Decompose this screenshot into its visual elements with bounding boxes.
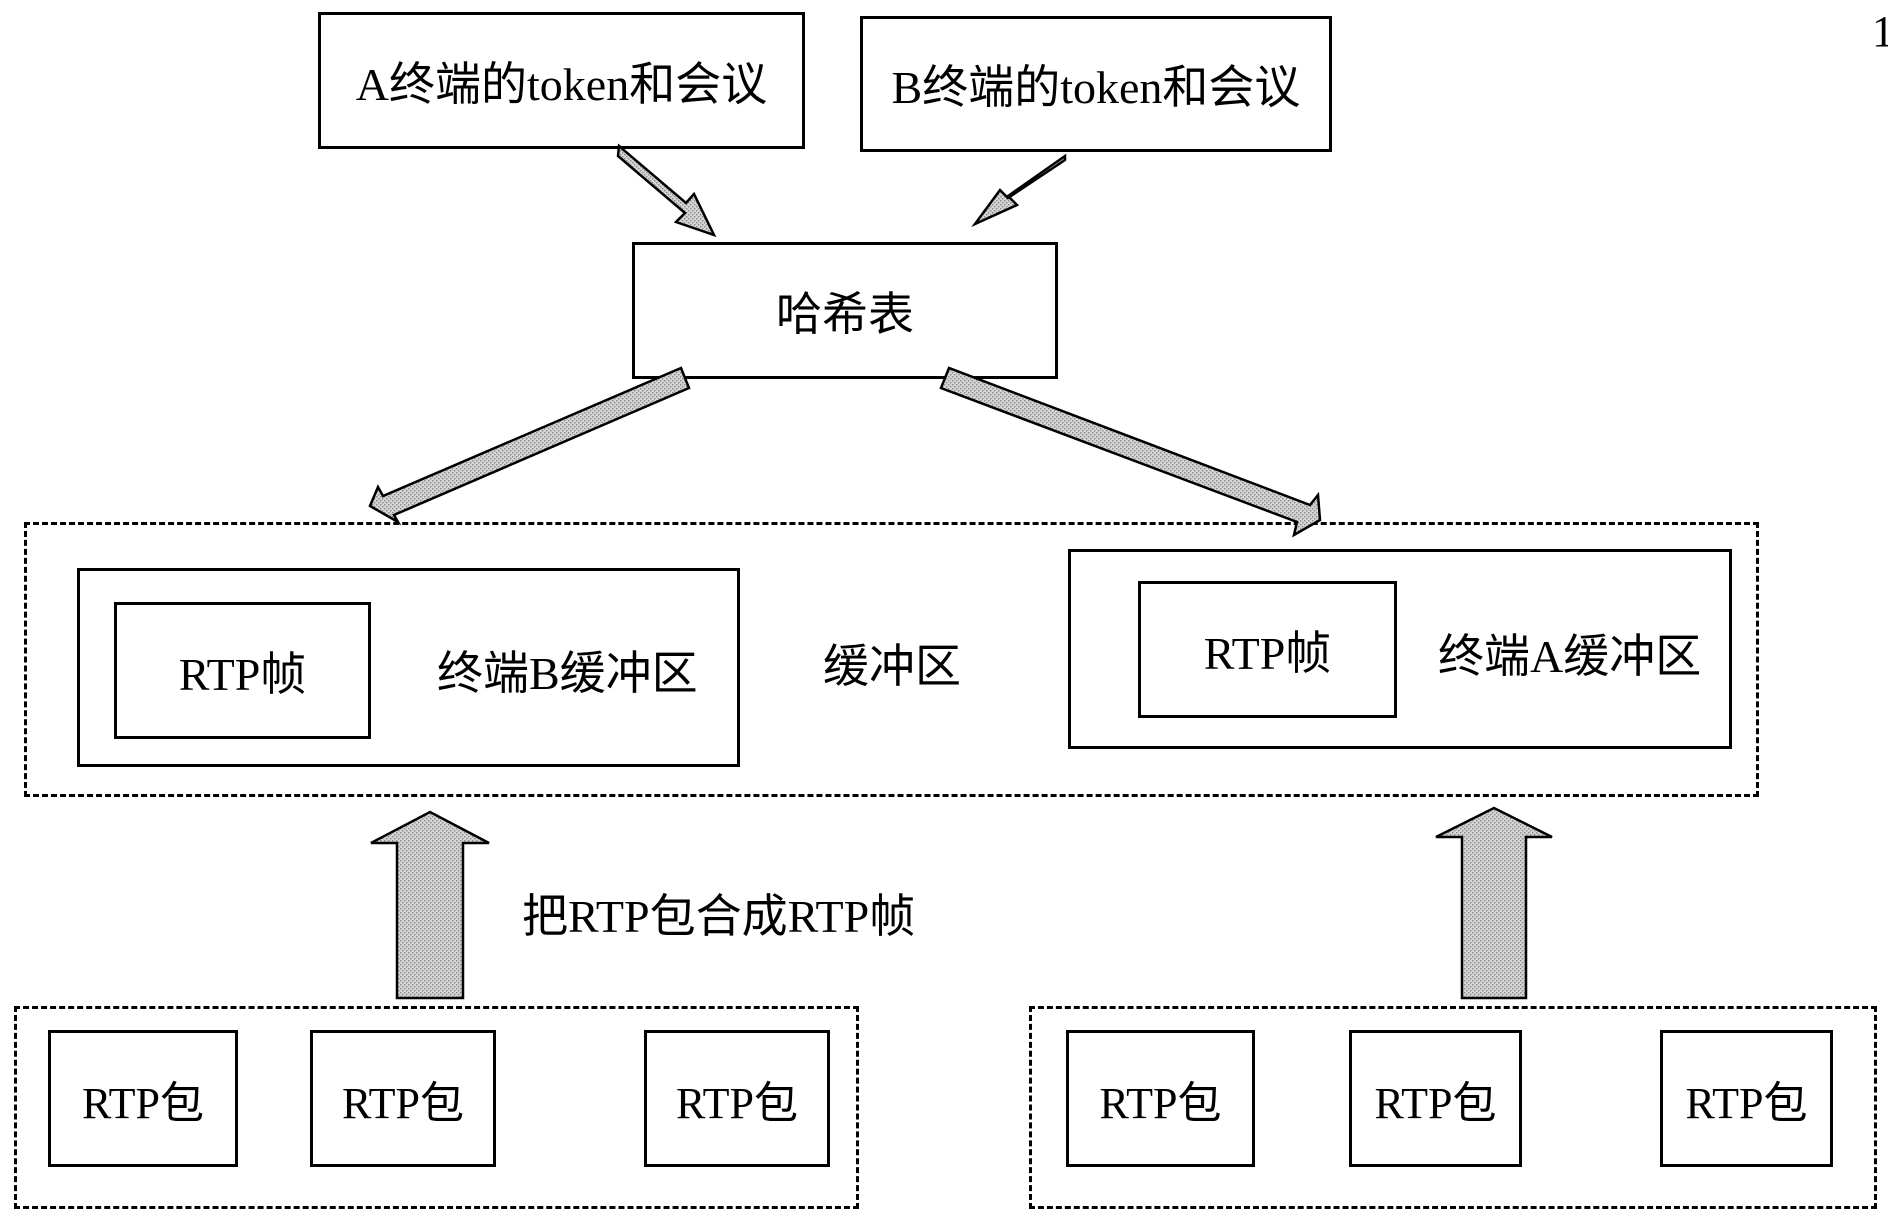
b-token-meeting-label: B终端的token和会议 — [891, 62, 1301, 113]
rtp-packet-box: RTP包 — [310, 1030, 496, 1167]
left-packet-group — [14, 1006, 859, 1209]
rtp-packet-label: RTP包 — [341, 1078, 465, 1128]
rtp-frame-b-box: RTP帧 — [114, 602, 371, 739]
rtp-packet-label: RTP包 — [1685, 1078, 1808, 1128]
b-token-meeting-box: B终端的token和会议 — [860, 16, 1332, 152]
rtp-packet-label: RTP包 — [1374, 1078, 1497, 1128]
right-packet-group — [1029, 1006, 1877, 1209]
rtp-packet-box: RTP包 — [1066, 1030, 1255, 1167]
rtp-packet-box: RTP包 — [644, 1030, 830, 1167]
rtp-packet-box: RTP包 — [1660, 1030, 1833, 1167]
rtp-frame-b-label: RTP帧 — [178, 648, 307, 700]
a-token-meeting-label: A终端的token和会议 — [355, 58, 768, 110]
hash-table-box: 哈希表 — [632, 242, 1058, 379]
arrow-left-packets-up — [370, 810, 490, 1000]
rtp-packet-box: RTP包 — [48, 1030, 238, 1167]
arrow-b-to-hash — [971, 153, 1067, 228]
rtp-packet-box: RTP包 — [1349, 1030, 1522, 1167]
rtp-frame-a-label: RTP帧 — [1203, 627, 1332, 679]
terminal-a-buffer-label: 终端A缓冲区 — [1438, 631, 1702, 682]
arrow-a-to-hash — [616, 143, 717, 238]
rtp-packet-label: RTP包 — [675, 1078, 799, 1128]
terminal-b-buffer-label: 终端B缓冲区 — [437, 648, 698, 699]
rtp-packet-label: RTP包 — [81, 1078, 205, 1128]
buffer-region-label: 缓冲区 — [823, 641, 961, 692]
page-mark: 1 — [1872, 7, 1888, 56]
compose-label: 把RTP包合成RTP帧 — [522, 891, 916, 942]
arrow-hash-to-b-buffer — [368, 366, 691, 526]
arrow-right-packets-up — [1435, 806, 1553, 1000]
a-token-meeting-box: A终端的token和会议 — [318, 12, 805, 149]
hash-table-label: 哈希表 — [776, 288, 914, 340]
rtp-packet-label: RTP包 — [1099, 1078, 1222, 1128]
rtp-frame-a-box: RTP帧 — [1138, 581, 1397, 718]
buffer-region — [24, 522, 1759, 797]
arrow-hash-to-a-buffer — [939, 366, 1322, 538]
